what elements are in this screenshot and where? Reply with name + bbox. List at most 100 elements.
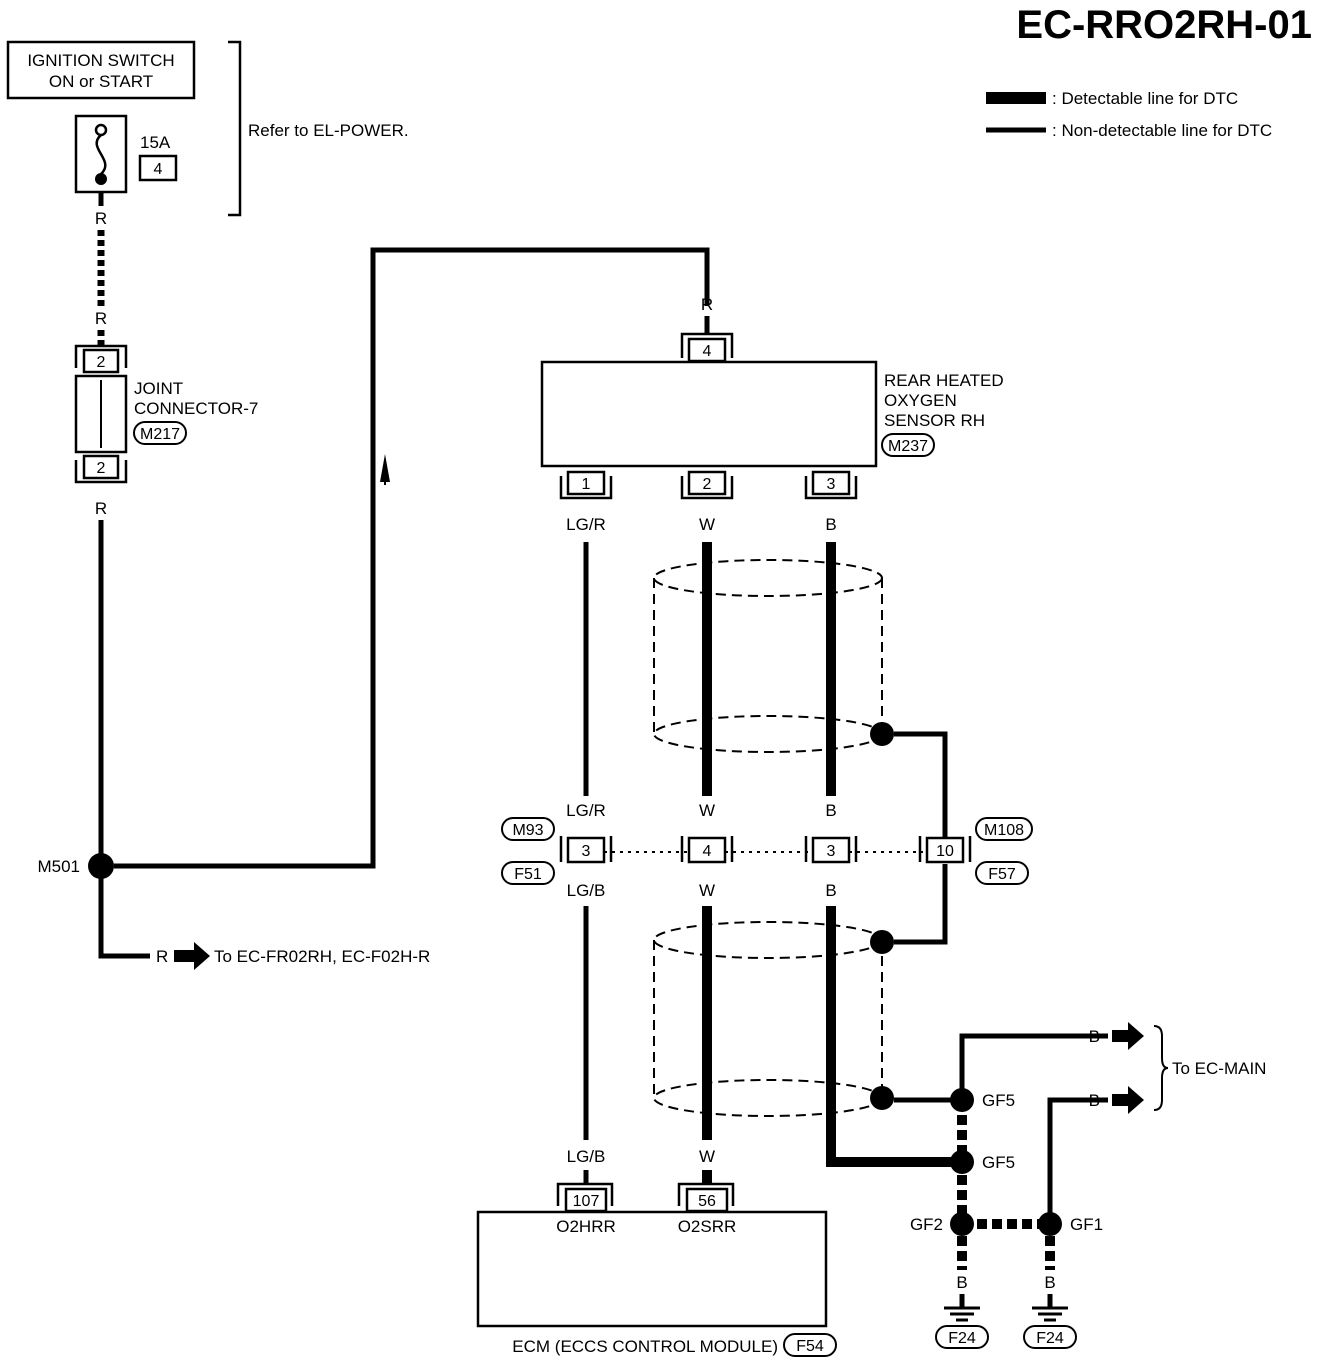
sensor-pin-3: 3 [827,476,836,493]
arrow-right-icon [174,942,210,970]
fuse-number: 4 [154,161,163,178]
fuse-number-box [138,154,178,182]
mid-pin-w: 4 [703,843,712,860]
ground-gf5-upper [950,1088,974,1112]
upper-shield [653,559,894,753]
wire-color-b-gnd2: B [1044,1273,1055,1292]
ecm-label: ECM (ECCS CONTROL MODULE) [512,1337,778,1356]
ecm: 107 56 O2HRR O2SRR ECM (ECCS CONTROL MOD… [476,1182,837,1357]
refer-note: Refer to EL-POWER. [248,121,409,140]
arrow-up-icon [380,454,390,482]
ecm-signal-o2srr: O2SRR [678,1217,737,1236]
ground-f24-left: F24 [948,1330,976,1347]
ground-f24-right: F24 [1036,1330,1064,1347]
wire-color-r-sensor: R [701,295,713,314]
wire-color-b-gnd1: B [956,1273,967,1292]
ignition-switch-line1: IGNITION SWITCH [27,51,174,70]
legend: : Detectable line for DTC : Non-detectab… [986,89,1272,140]
fuse: 15A 4 [74,114,178,194]
joint-connector-7: 2 2 JOINT CONNECTOR-7 M217 [74,344,258,484]
sensor-pin-1: 1 [582,476,591,493]
rear-heated-oxygen-sensor-rh: 4 REAR HEATED OXYGEN SENSOR RH M237 1 2 … [540,332,1004,500]
sensor-connector-id: M237 [888,438,928,455]
sensor-line1: REAR HEATED [884,371,1004,390]
mid-pin-b: 3 [827,843,836,860]
ecm-connector-id: F54 [796,1338,824,1355]
joint-connector-line1: JOINT [134,379,183,398]
connector-m108: M108 [984,822,1024,839]
ecm-signal-o2hrr: O2HRR [556,1217,616,1236]
legend-non-detectable-label: : Non-detectable line for DTC [1052,121,1272,140]
wire-color-w-top: W [699,515,715,534]
wire-color-lgr-mid: LG/R [566,801,606,820]
fuse-terminal-top [94,123,108,137]
wire-shield-upper [894,731,948,838]
shield-drain-lower [870,930,894,954]
joint-pin-bottom: 2 [97,460,106,477]
shield-drain-bottom [870,1086,894,1110]
wire-color-r-arrow: R [156,947,168,966]
mid-pin-shield: 10 [936,843,954,860]
wire-color-lgb-mid: LG/B [567,881,606,900]
ecm-pin-107: 107 [573,1193,600,1210]
ground-gf1 [1038,1212,1062,1236]
wire-color-r-joint-top: R [95,309,107,328]
ground-gf5-upper-label: GF5 [982,1091,1015,1110]
ground-symbol-icon [1032,1294,1068,1322]
sensor-line3: SENSOR RH [884,411,985,430]
joint-pin-top: 2 [97,354,106,371]
wire-color-b-lower: B [825,881,836,900]
wire-color-b-mid: B [825,801,836,820]
wire-color-r-fuse: R [95,209,107,228]
lower-shield [653,921,894,1117]
arrow-right-icon [1112,1086,1144,1114]
wire-color-lgr-top: LG/R [566,515,606,534]
wire-b-to-main-2 [1047,1097,1108,1224]
wire-color-w-lower: W [699,881,715,900]
fuse-terminal-bottom [95,173,107,185]
wire-b-to-main-1 [959,1033,1108,1100]
connector-f57: F57 [988,866,1016,883]
wire-color-b-top: B [825,515,836,534]
mid-pin-lg: 3 [582,843,591,860]
wire-color-w-ecm: W [699,1147,715,1166]
wire-color-b-main1: B [1089,1027,1100,1046]
connector-f51: F51 [514,866,542,883]
main-bracket [1153,1025,1169,1111]
ignition-switch: IGNITION SWITCH ON or START [6,40,196,100]
ground-gf2-label: GF2 [910,1215,943,1234]
ground-gf5-lower [950,1150,974,1174]
legend-detectable-label: : Detectable line for DTC [1052,89,1238,108]
mid-connectors: M93 F51 M108 F57 3 4 3 10 [501,817,1033,885]
wire-color-lgb-ecm: LG/B [567,1147,606,1166]
wire-color-r-joint-bottom: R [95,499,107,518]
ignition-switch-line2: ON or START [49,72,153,91]
ground-gf1-label: GF1 [1070,1215,1103,1234]
arrow-right-icon [1112,1022,1144,1050]
wire-shield-lower [894,864,948,945]
to-ec-main-label: To EC-MAIN [1172,1059,1266,1078]
ecm-pin-56: 56 [698,1193,716,1210]
sensor-pin-2: 2 [703,476,712,493]
sensor-pin-4: 4 [703,343,712,360]
joint-connector-id: M217 [140,426,180,443]
wire-color-w-mid: W [699,801,715,820]
joint-connector-line2: CONNECTOR-7 [134,399,258,418]
wire-r-to-sensor [114,247,710,869]
wire-color-b-main2: B [1089,1091,1100,1110]
fuse-element-icon [95,134,107,175]
wire-b-lower [826,906,962,1167]
refer-bracket [228,40,242,217]
ground-gf2 [950,1212,974,1236]
ground-symbol-icon [944,1294,980,1322]
diagram-title: EC-RRO2RH-01 [1016,3,1312,47]
shield-drain-upper [870,722,894,746]
junction-m501-label: M501 [37,857,80,876]
to-ec-fr-label: To EC-FR02RH, EC-F02H-R [214,947,430,966]
fuse-rating: 15A [140,133,171,152]
ground-gf5-lower-label: GF5 [982,1153,1015,1172]
connector-m93: M93 [512,822,543,839]
wire-r-to-ec-fr [98,866,150,959]
sensor-line2: OXYGEN [884,391,957,410]
